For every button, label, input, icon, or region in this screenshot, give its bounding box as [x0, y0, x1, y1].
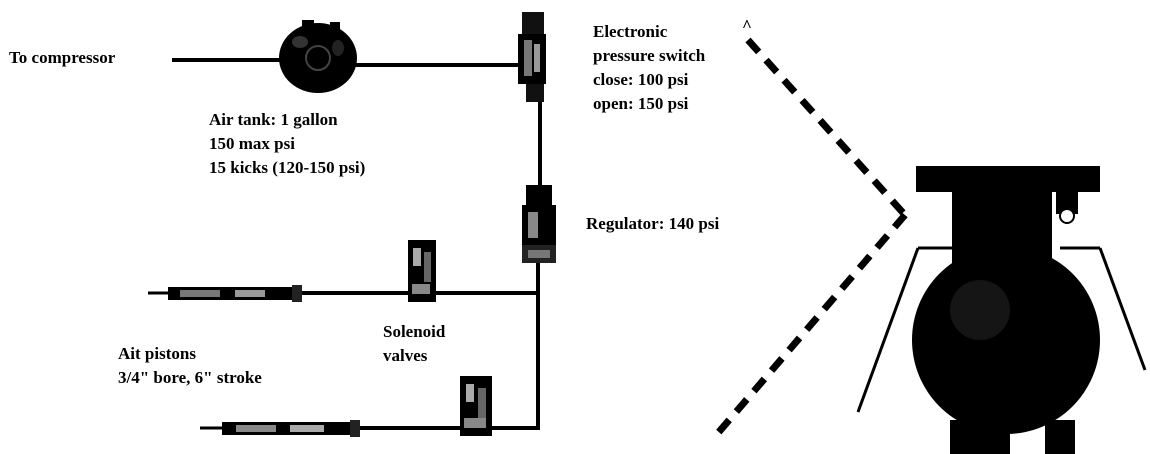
pressure-switch-line-4: open: 150 psi	[593, 94, 689, 113]
lower-air-piston-icon	[200, 420, 360, 437]
compressor-label: To compressor	[9, 46, 115, 70]
regulator-label-text: Regulator: 140 psi	[586, 214, 720, 233]
pressure-switch-line-2: pressure switch	[593, 46, 706, 65]
upper-air-piston-icon	[148, 285, 302, 302]
regulator-label: Regulator: 140 psi	[586, 212, 719, 236]
robot-leg-icon	[856, 166, 1147, 454]
air-tank-line-3: 15 kicks (120-150 psi)	[209, 158, 366, 177]
upper-dashed-leg	[745, 37, 908, 218]
pistons-line-1: Ait pistons	[118, 344, 196, 363]
pressure-switch-line-3: close: 100 psi	[593, 70, 689, 89]
solenoid-line-2: valves	[383, 346, 428, 365]
solenoid-label: Solenoid valves	[383, 320, 445, 368]
pistons-line-2: 3/4" bore, 6" stroke	[118, 368, 262, 387]
compressor-label-text: To compressor	[9, 48, 116, 67]
air-tank-line-1: Air tank: 1 gallon	[209, 110, 338, 129]
caret-mark: ^	[742, 14, 752, 38]
pressure-switch-label: Electronic pressure switch close: 100 ps…	[593, 20, 705, 116]
air-tank-icon	[279, 20, 357, 93]
solenoid-line-1: Solenoid	[383, 322, 446, 341]
lower-solenoid-valve-icon	[460, 376, 492, 436]
pressure-switch-line-1: Electronic	[593, 22, 668, 41]
lower-dashed-leg	[709, 212, 908, 443]
air-tank-label: Air tank: 1 gallon 150 max psi 15 kicks …	[209, 108, 365, 180]
pressure-switch-icon	[518, 12, 546, 102]
caret-mark-text: ^	[742, 16, 752, 35]
pistons-label: Ait pistons 3/4" bore, 6" stroke	[118, 342, 262, 390]
regulator-icon	[522, 185, 556, 263]
air-tank-line-2: 150 max psi	[209, 134, 295, 153]
upper-solenoid-valve-icon	[408, 240, 436, 302]
